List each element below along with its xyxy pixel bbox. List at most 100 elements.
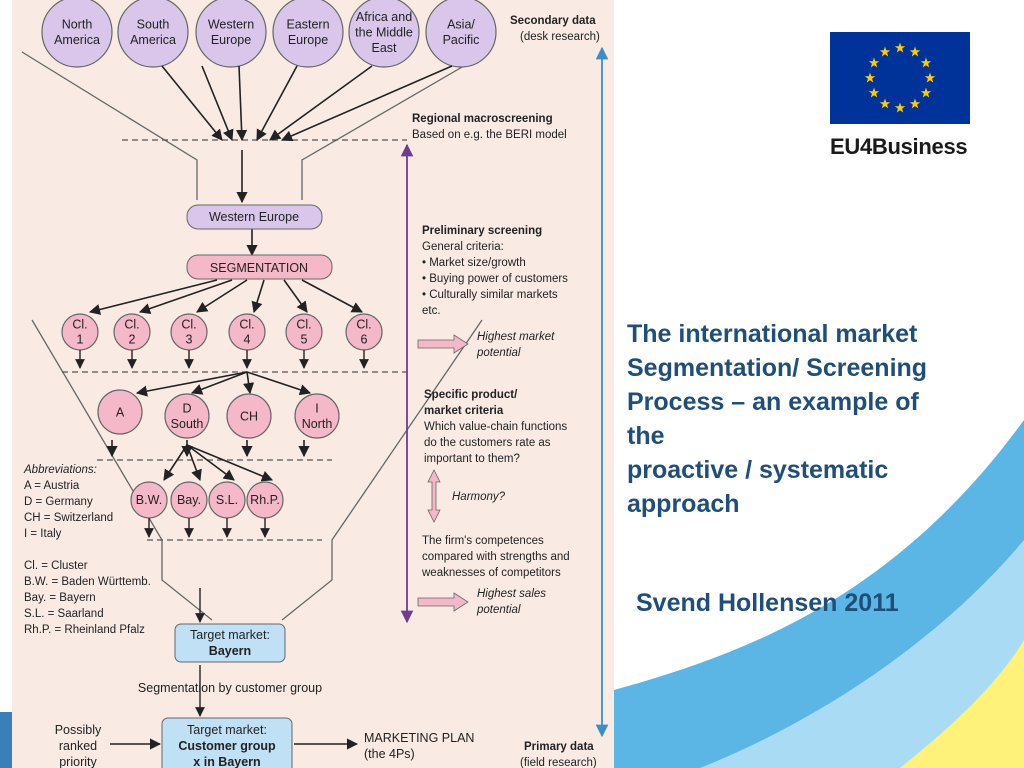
country-4-circle bbox=[294, 393, 340, 439]
eu-star-icon bbox=[894, 42, 906, 53]
eu-star-icon bbox=[868, 87, 880, 98]
harmony-note: Harmony? bbox=[427, 469, 506, 523]
eu-star-icon bbox=[894, 102, 906, 113]
region-1-label-2: America bbox=[54, 33, 100, 47]
yellow-swoosh bbox=[900, 640, 1024, 768]
region-2-circle bbox=[117, 0, 189, 68]
eu-star-icon bbox=[864, 72, 876, 83]
ranked-label: ranked bbox=[59, 739, 97, 753]
target-customer-label: Target market: bbox=[187, 723, 267, 737]
title-line-6: approach bbox=[627, 490, 740, 518]
eu-star-icon bbox=[909, 46, 921, 57]
country-4-label-2: North bbox=[302, 417, 333, 431]
author-credit: Svend Hollensen 2011 bbox=[636, 589, 899, 617]
country-3: CH bbox=[226, 393, 272, 439]
specific-criteria-line-5: important to them? bbox=[424, 453, 520, 465]
eu-star-icon bbox=[879, 46, 891, 57]
abbreviation-line-9: Bay. = Bayern bbox=[24, 592, 96, 604]
cluster-6: Cl.6 bbox=[345, 313, 383, 351]
segmentation-box bbox=[186, 254, 333, 280]
specific-criteria-line-2: market criteria bbox=[424, 405, 504, 417]
preliminary-screening-line-5: • Culturally similar markets bbox=[422, 289, 558, 301]
region-circles: NorthAmericaSouthAmericaWesternEuropeEas… bbox=[41, 0, 497, 68]
state-4: Rh.P. bbox=[246, 481, 284, 519]
region-3-label-1: Western bbox=[208, 18, 254, 32]
marketing-plan-label: MARKETING PLAN bbox=[364, 731, 474, 745]
target-market-value: Bayern bbox=[209, 644, 251, 658]
state-1-label-1: B.W. bbox=[136, 493, 162, 507]
region-3-label-2: Europe bbox=[211, 33, 251, 47]
western-europe-label: Western Europe bbox=[209, 210, 299, 224]
eu-star-icon bbox=[868, 57, 880, 68]
region-5-label-1: Africa and bbox=[356, 10, 412, 24]
competences-line-2: compared with strengths and bbox=[422, 551, 570, 563]
title-line-1: The international market bbox=[627, 320, 918, 348]
cluster-3: Cl.3 bbox=[170, 313, 208, 351]
country-1-circle bbox=[97, 389, 143, 435]
region-arrows bbox=[161, 65, 453, 257]
cluster-4: Cl.4 bbox=[228, 313, 266, 351]
eu-star-icon bbox=[879, 98, 891, 109]
preliminary-screening-line-4: • Buying power of customers bbox=[422, 273, 568, 285]
title-line-3: Process – an example of bbox=[627, 388, 919, 416]
country-2-circle bbox=[164, 393, 210, 439]
region-2-label-2: America bbox=[130, 33, 176, 47]
target-customer-group: Customer group bbox=[178, 739, 276, 753]
state-1: B.W. bbox=[130, 481, 168, 519]
highest-market-potential-2: potential bbox=[476, 347, 521, 359]
preliminary-screening-line-6: etc. bbox=[422, 305, 441, 317]
abbreviation-line-11: Rh.P. = Rheinland Pfalz bbox=[24, 624, 145, 636]
country-3-label-1: CH bbox=[240, 409, 258, 423]
highest-sales-potential-note: Highest sales potential bbox=[417, 588, 546, 616]
cluster-2: Cl.2 bbox=[113, 313, 151, 351]
region-6: Asia/Pacific bbox=[425, 0, 497, 68]
eu4business-brand: EU4Business bbox=[830, 134, 968, 159]
western-europe-box bbox=[186, 204, 323, 230]
region-3-circle bbox=[195, 0, 267, 68]
light-blue-swoosh bbox=[700, 540, 1024, 768]
title-line-2: Segmentation/ Screening bbox=[627, 354, 928, 382]
specific-criteria-line-4: do the customers rate as bbox=[424, 437, 551, 449]
segmentation-label: SEGMENTATION bbox=[210, 261, 308, 275]
region-4-label-1: Eastern bbox=[286, 18, 329, 32]
macroscreening-title: Regional macroscreening bbox=[412, 113, 553, 125]
state-2-label-1: Bay. bbox=[177, 493, 201, 507]
cluster-down-arrows bbox=[75, 350, 369, 369]
cluster-3-label-2: 3 bbox=[186, 333, 193, 347]
country-1: A bbox=[97, 389, 143, 435]
cluster-4-label-1: Cl. bbox=[239, 318, 254, 332]
primary-data-title: Primary data bbox=[524, 741, 594, 753]
segmentation-arrows bbox=[88, 279, 363, 315]
target-customer-box bbox=[161, 717, 293, 768]
country-2-label-1: D bbox=[182, 402, 191, 416]
cluster-1-label-1: Cl. bbox=[72, 318, 87, 332]
region-5-label-3: East bbox=[371, 41, 397, 55]
title-line-4: the bbox=[627, 422, 665, 450]
cluster-1: Cl.1 bbox=[61, 313, 99, 351]
abbreviation-line-2: A = Austria bbox=[24, 480, 80, 492]
cluster-5: Cl.5 bbox=[285, 313, 323, 351]
target-customer-location: x in Bayern bbox=[193, 755, 260, 768]
region-6-label-2: Pacific bbox=[443, 33, 480, 47]
competences-line-3: weaknesses of competitors bbox=[421, 567, 561, 579]
segmentation-by-customer-group: Segmentation by customer group bbox=[138, 681, 322, 695]
state-down-arrows bbox=[144, 518, 270, 717]
cluster-2-label-2: 2 bbox=[129, 333, 136, 347]
region-6-circle bbox=[425, 0, 497, 68]
abbreviation-line-5: I = Italy bbox=[24, 528, 62, 540]
left-accent-strip bbox=[0, 712, 12, 768]
region-5-label-2: the Middle bbox=[355, 25, 413, 39]
abbreviation-line-4: CH = Switzerland bbox=[24, 512, 113, 524]
